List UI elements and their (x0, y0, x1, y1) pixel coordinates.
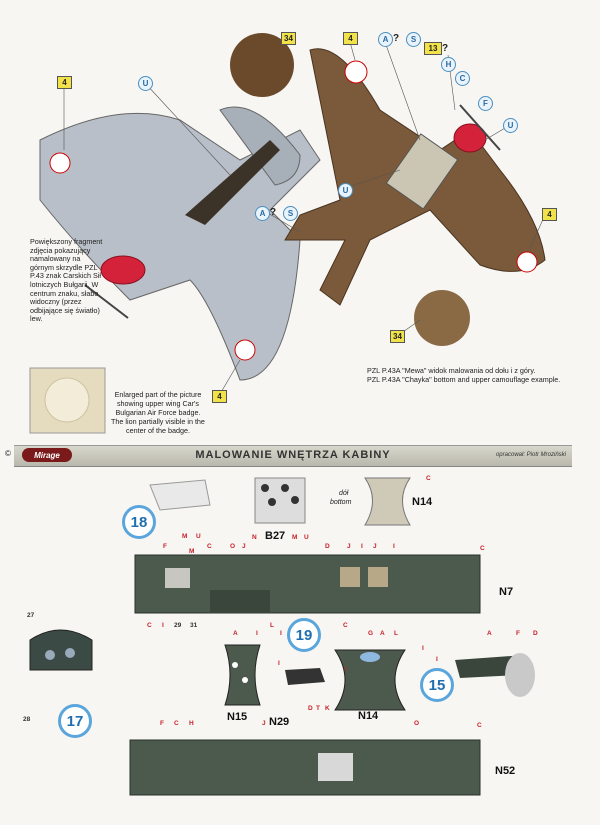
tag-m-r1: M (182, 533, 188, 540)
tag-g-r4: G (368, 630, 374, 637)
tag-i2-r4: I (280, 630, 282, 637)
panel-label-b27: B27 (265, 530, 286, 542)
tag-i-r5d: I (436, 656, 438, 663)
bottom-label: bottom (330, 499, 352, 506)
tag-c-r4: C (343, 622, 348, 629)
tag-n-r2: N (252, 534, 257, 541)
tag-o-r7: O (414, 720, 420, 727)
cockpit-drawings (29, 477, 535, 796)
panel-label-n14-top: N14 (412, 496, 433, 508)
tag-a2-r4: A (380, 630, 385, 637)
callout-u-left: U (138, 76, 153, 91)
tag-31: 31 (190, 622, 198, 629)
tag-m-r2: M (189, 548, 195, 555)
tag-d-r4: D (533, 630, 538, 637)
tag-28: 28 (23, 716, 31, 723)
silver-aircraft-bottom-view (39, 106, 321, 381)
section-banner: Mirage MALOWANIE WNĘTRZA KABINY opracowa… (14, 445, 572, 467)
part-number-19: 19 (287, 618, 321, 652)
callout-question-mid: ? (270, 207, 277, 218)
callout-4-right: 4 (542, 208, 557, 221)
callout-s-mid: S (283, 206, 298, 221)
tag-k-r6: K (325, 705, 330, 712)
callout-c: C (455, 71, 470, 86)
tag-i-r2: I (361, 543, 363, 550)
tag-a-r4: A (233, 630, 238, 637)
part-number-15: 15 (420, 668, 454, 702)
tag-j-r7: J (262, 720, 266, 727)
panel-label-n15: N15 (227, 711, 248, 723)
tag-d-r2: D (325, 543, 330, 550)
tag-c-r3: C (147, 622, 152, 629)
tag-29: 29 (174, 622, 182, 629)
mirage-logo: Mirage (22, 448, 72, 462)
callout-a-top: A (378, 32, 393, 47)
tag-f-r7: F (160, 720, 164, 727)
tag-c-r1b: C (426, 475, 431, 482)
callout-u-right: U (503, 118, 518, 133)
tag-i-r4: I (256, 630, 258, 637)
tag-l2-r4: L (394, 630, 398, 637)
callout-u-mid: U (338, 183, 353, 198)
panel-label-n14-mid: N14 (358, 710, 379, 722)
panel-label-n52: N52 (495, 765, 516, 777)
english-badge-caption: Enlarged part of the picture showing upp… (111, 390, 205, 435)
callout-f: F (478, 96, 493, 111)
callout-13: 13 (424, 42, 442, 55)
copyright-mark: © (5, 449, 11, 458)
tag-i-r3: I (162, 622, 164, 629)
callout-4-top: 4 (343, 32, 358, 45)
tag-i-r5b: I (345, 666, 347, 673)
section-title: MALOWANIE WNĘTRZA KABINY (195, 449, 391, 461)
callout-question-top: ? (393, 33, 400, 44)
callout-4-left: 4 (57, 76, 72, 89)
callout-34-bottom: 34 (390, 330, 405, 343)
tag-u-r1: U (196, 533, 201, 540)
tag-i-r5c: I (422, 645, 424, 652)
tag-o-r2: O (230, 543, 236, 550)
callout-4-bottom: 4 (212, 390, 227, 403)
wingtip-inset-top (230, 33, 294, 97)
tag-c2-r2: C (480, 545, 485, 552)
tag-c-r2: C (207, 543, 212, 550)
tag-c-r7: C (174, 720, 179, 727)
brown-aircraft-top-view (284, 48, 546, 306)
dol-label: dół (339, 490, 349, 497)
callout-question-13: ? (442, 43, 449, 54)
callout-34-top: 34 (281, 32, 296, 45)
tag-t-r6: T (316, 705, 320, 712)
tag-f-r4: F (516, 630, 520, 637)
tag-27: 27 (27, 612, 35, 619)
tag-i-r5a: I (278, 660, 280, 667)
callout-s-top: S (406, 32, 421, 47)
tag-h-r7: H (189, 720, 194, 727)
aircraft-illustration (29, 33, 546, 434)
part-number-18: 18 (122, 505, 156, 539)
tag-i2-r2: I (393, 543, 395, 550)
author-credit: opracował: Piotr Mroziński (495, 452, 566, 458)
tag-m2-r2: M (292, 534, 298, 541)
tag-f-r2: F (163, 543, 167, 550)
right-caption-pl: PZL P.43A "Mewa" widok malowania od dołu… (367, 366, 536, 375)
panel-label-n7: N7 (499, 586, 514, 598)
wingtip-inset-bottom (414, 290, 470, 346)
polish-badge-caption: Powiększony fragment zdjęcia pokazujący … (30, 237, 103, 324)
panel-label-n29: N29 (269, 716, 290, 728)
tag-c2-r7: C (477, 722, 482, 729)
part-number-17: 17 (58, 704, 92, 738)
tag-a3-r4: A (487, 630, 492, 637)
tag-u-r2: U (304, 534, 309, 541)
callout-h: H (441, 57, 456, 72)
tag-l-r4: L (270, 622, 274, 629)
callout-a-mid: A (255, 206, 270, 221)
tag-j3-r2: J (373, 543, 377, 550)
tag-d-r6: D (308, 705, 313, 712)
right-caption-en: PZL P.43A "Chayka" bottom and upper camo… (367, 375, 561, 384)
tag-j-r2: J (242, 543, 246, 550)
tag-j2-r2: J (347, 543, 351, 550)
